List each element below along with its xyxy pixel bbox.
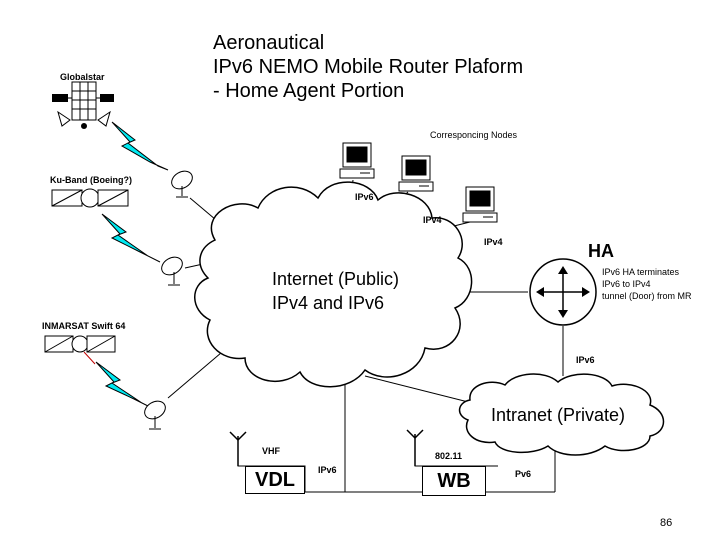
slide-title: Aeronautical IPv6 NEMO Mobile Router Pla… — [213, 31, 523, 103]
title-line-3: - Home Agent Portion — [213, 80, 405, 102]
inmarsat-lightning-icon — [95, 361, 155, 410]
intranet-label: Intranet (Private) — [491, 405, 626, 425]
page-number: 86 — [660, 517, 673, 529]
home-agent-router-icon — [529, 258, 597, 326]
corresponding-node-1-icon — [339, 142, 375, 179]
intranet-cloud — [458, 373, 665, 456]
home-agent-label: HA — [588, 241, 614, 261]
node-1-link-label: IPv6 — [355, 192, 374, 202]
home-agent-note: IPv6 HA terminates IPv6 to IPv4 tunnel (… — [602, 266, 692, 302]
title-line-1: Aeronautical — [213, 32, 325, 54]
node-3-link-label: IPv4 — [484, 237, 503, 247]
inmarsat-satellite-icon — [44, 335, 116, 365]
internet-cloud — [194, 181, 473, 388]
title-line-2: IPv6 NEMO Mobile Router Plaform — [213, 56, 524, 78]
intranet-link-label: IPv6 — [576, 355, 595, 365]
inmarsat-dish-icon — [144, 400, 166, 430]
corresponding-node-3-icon — [462, 186, 498, 223]
globalstar-satellite-icon — [52, 81, 114, 129]
vdl-link-label: IPv6 — [318, 465, 337, 475]
corresponding-node-2-icon — [398, 155, 434, 192]
lightning-bolts — [95, 121, 169, 410]
wb-link-label: Pv6 — [515, 469, 532, 479]
corresponding-nodes-label: Corresponcing Nodes — [430, 130, 518, 140]
globalstar-label: Globalstar — [60, 72, 105, 82]
wb-box: WB — [422, 466, 486, 496]
ku-band-dish-icon — [171, 170, 193, 198]
vdl-antenna-icon — [229, 431, 247, 466]
wb-antenna-icon — [406, 429, 424, 466]
globalstar-lightning-icon — [111, 121, 169, 171]
vdl-box: VDL — [245, 466, 305, 494]
ku-band-label: Ku-Band (Boeing?) — [50, 175, 132, 185]
inmarsat-label: INMARSAT Swift 64 — [42, 321, 126, 331]
home-agent-note-line-1: IPv6 HA terminates — [602, 267, 680, 277]
wifi-band-label: 802.11 — [435, 451, 463, 461]
node-2-link-label: IPv4 — [423, 215, 442, 225]
ku-band-lightning-icon — [101, 213, 161, 263]
globalstar-dish-icon — [161, 256, 183, 286]
home-agent-note-line-3: tunnel (Door) from MR — [602, 291, 692, 301]
ku-band-satellite-icon — [51, 188, 129, 208]
home-agent-note-line-2: IPv6 to IPv4 — [602, 279, 651, 289]
internet-label: Internet (Public) — [272, 269, 400, 289]
internet-protocols-label: IPv4 and IPv6 — [272, 293, 385, 313]
vhf-label: VHF — [262, 446, 280, 456]
